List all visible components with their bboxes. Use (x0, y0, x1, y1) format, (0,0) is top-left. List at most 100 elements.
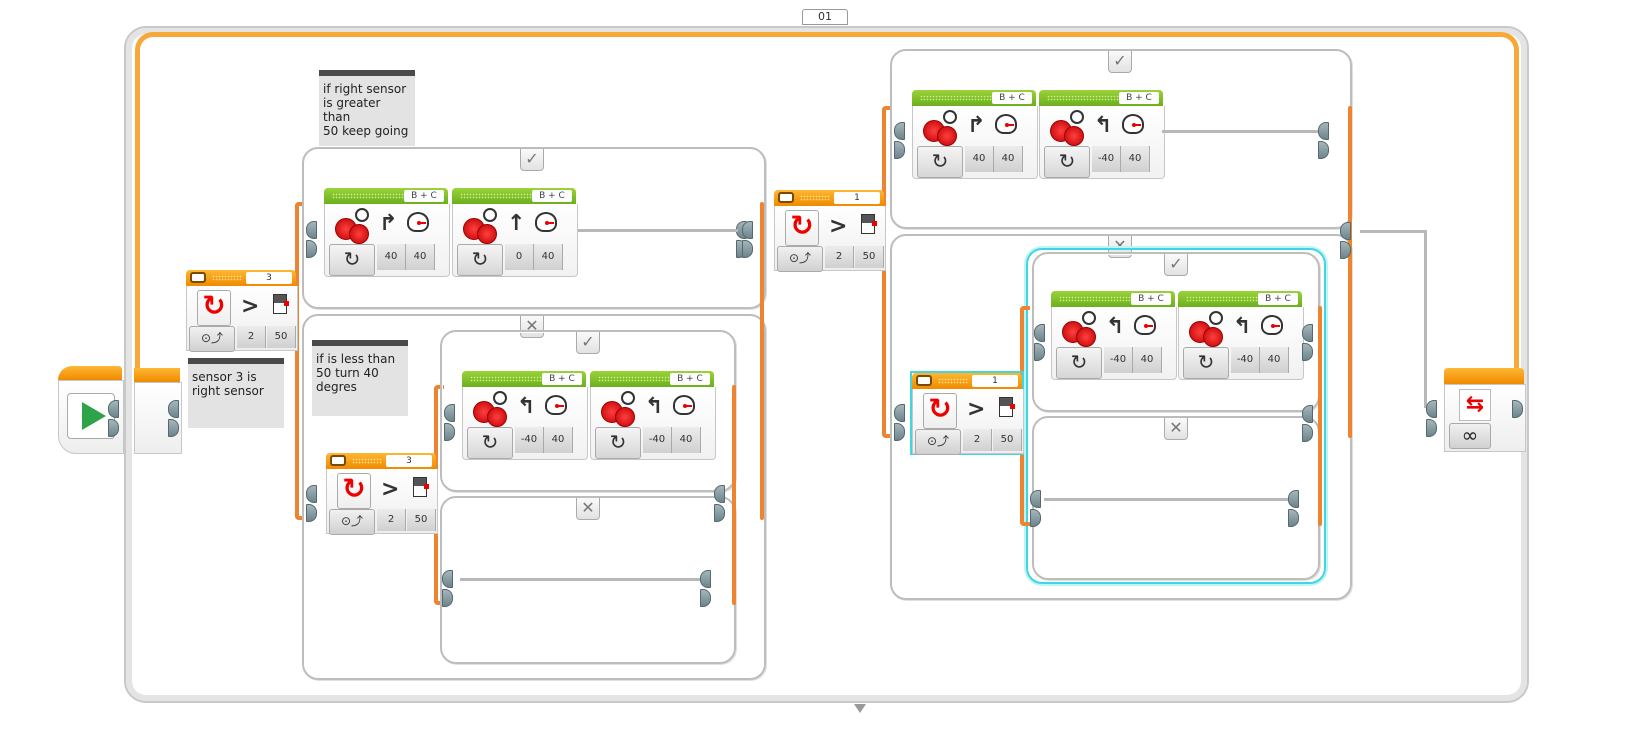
move-steering-block[interactable]: B + C ↰ ↻ -40 40 (590, 371, 716, 460)
case-true-tab[interactable]: ✓ (576, 332, 600, 354)
loop-resize-arrow-icon[interactable] (854, 704, 866, 713)
port-selector[interactable]: B + C (1119, 92, 1159, 104)
compare-type-value[interactable]: 2 (377, 509, 406, 531)
switch-end-bar (1348, 106, 1352, 438)
color-sensor-icon[interactable]: ↻ (337, 473, 371, 509)
switch-view-icon[interactable] (916, 375, 932, 386)
loop-mode-unlimited-button[interactable]: ∞ (1449, 423, 1491, 449)
power-value[interactable]: 40 (534, 244, 563, 270)
mode-on-icon[interactable]: ↻ (917, 146, 963, 178)
sequence-plug (1030, 490, 1050, 527)
compare-greater-icon: > (241, 294, 260, 319)
comment-block[interactable]: if right sensor is greater than 50 keep … (319, 70, 415, 146)
steering-value[interactable]: 0 (505, 244, 534, 270)
loop-start-block[interactable] (134, 368, 182, 454)
move-steering-block[interactable]: B + C ↰ ↻ -40 40 (462, 371, 588, 460)
steering-value[interactable]: -40 (643, 427, 672, 453)
port-selector[interactable]: B + C (542, 373, 582, 385)
port-selector[interactable]: B + C (670, 373, 710, 385)
port-selector[interactable]: B + C (404, 190, 444, 202)
threshold-value[interactable]: 50 (993, 429, 1022, 451)
compare-type-value[interactable]: 2 (237, 326, 266, 348)
comment-block[interactable]: sensor 3 is right sensor (188, 358, 284, 428)
move-steering-block[interactable]: B + C ↱ ↻ 40 40 (912, 90, 1038, 179)
power-gauge-icon (995, 114, 1017, 134)
steering-value[interactable]: 40 (377, 244, 406, 270)
comment-block[interactable]: if is less than 50 turn 40 degres (312, 340, 408, 416)
selected-switch-frame[interactable] (1026, 248, 1326, 584)
case-false-tab[interactable]: ✕ (1164, 418, 1188, 440)
port-selector[interactable]: B + C (532, 190, 572, 202)
power-value[interactable]: 40 (1121, 146, 1150, 172)
steering-value[interactable]: 40 (965, 146, 994, 172)
steering-value[interactable]: -40 (1104, 347, 1133, 373)
move-steering-block[interactable]: B + C ↰ ↻ -40 40 (1178, 291, 1304, 380)
turn-right-icon: ↱ (379, 211, 398, 236)
case-false-tab[interactable]: ✕ (576, 498, 600, 520)
power-gauge-icon (535, 212, 557, 232)
switch-case-true[interactable] (302, 147, 766, 309)
start-block[interactable] (58, 366, 124, 454)
power-value[interactable]: 40 (672, 427, 701, 453)
switch-case-false[interactable] (302, 314, 766, 680)
power-value[interactable]: 40 (1260, 347, 1289, 373)
move-steering-block[interactable]: B + C ↱ ↻ 40 40 (324, 188, 450, 277)
steering-value[interactable]: -40 (1092, 146, 1121, 172)
compare-mode-icon[interactable]: ⊙⤴ (329, 509, 375, 535)
mode-on-icon[interactable]: ↻ (595, 427, 641, 459)
loop-frame[interactable] (124, 26, 1529, 703)
power-value[interactable]: 40 (406, 244, 435, 270)
large-motor-icon (473, 391, 509, 427)
sequence-plug (306, 221, 326, 258)
port-selector[interactable]: B + C (1258, 293, 1298, 305)
power-value[interactable]: 40 (1133, 347, 1162, 373)
compare-type-value[interactable]: 2 (825, 246, 854, 268)
steering-value[interactable]: -40 (1231, 347, 1260, 373)
mode-on-icon[interactable]: ↻ (1044, 146, 1090, 178)
move-steering-block[interactable]: B + C ↰ ↻ -40 40 (1051, 291, 1177, 380)
move-steering-block[interactable]: B + C ↑ ↻ 0 40 (452, 188, 578, 277)
switch-condition-block[interactable]: 1 ↻ > ⊙⤴ 2 50 (774, 190, 886, 272)
switch-condition-block[interactable]: 1 ↻ > ⊙⤴ 2 50 (910, 371, 1024, 455)
color-sensor-icon[interactable]: ↻ (923, 393, 957, 429)
sequence-plug (714, 485, 734, 522)
mode-on-icon[interactable]: ↻ (467, 427, 513, 459)
case-true-tab[interactable]: ✓ (1108, 51, 1132, 73)
color-sensor-icon[interactable]: ↻ (197, 290, 231, 326)
compare-mode-icon[interactable]: ⊙⤴ (777, 246, 823, 272)
port-selector[interactable]: B + C (992, 92, 1032, 104)
switch-view-icon[interactable] (190, 272, 206, 283)
loop-name-tag[interactable]: 01 (802, 9, 848, 25)
steering-wheel-icon (943, 110, 957, 124)
switch-end-bar (760, 202, 764, 520)
switch-condition-block[interactable]: 3 ↻ > ⊙⤴ 2 50 (186, 270, 298, 352)
steering-value[interactable]: -40 (515, 427, 544, 453)
compare-type-value[interactable]: 2 (963, 429, 992, 451)
loop-end-block[interactable]: ⇆ ∞ (1444, 368, 1526, 452)
threshold-value[interactable]: 50 (267, 326, 296, 348)
threshold-value[interactable]: 50 (407, 509, 436, 531)
sequence-wire (1162, 130, 1320, 133)
port-selector[interactable]: B + C (1131, 293, 1171, 305)
compare-mode-icon[interactable]: ⊙⤴ (189, 326, 235, 352)
mode-on-icon[interactable]: ↻ (1056, 347, 1102, 379)
mode-on-icon[interactable]: ↻ (1183, 347, 1229, 379)
switch-view-icon[interactable] (778, 192, 794, 203)
compare-mode-icon[interactable]: ⊙⤴ (915, 429, 961, 455)
play-icon[interactable] (67, 393, 115, 439)
case-true-tab[interactable]: ✓ (1164, 254, 1188, 276)
sequence-wire (572, 229, 738, 232)
switch-view-icon[interactable] (330, 455, 346, 466)
mode-on-icon[interactable]: ↻ (457, 244, 503, 276)
sequence-plug (1302, 405, 1322, 442)
turn-left-icon: ↰ (1233, 314, 1252, 339)
sequence-plug (1318, 122, 1338, 159)
mode-on-icon[interactable]: ↻ (329, 244, 375, 276)
power-value[interactable]: 40 (544, 427, 573, 453)
switch-condition-block[interactable]: 3 ↻ > ⊙⤴ 2 50 (326, 453, 438, 535)
power-value[interactable]: 40 (994, 146, 1023, 172)
case-true-tab[interactable]: ✓ (520, 149, 544, 171)
color-sensor-icon[interactable]: ↻ (785, 210, 819, 246)
move-steering-block[interactable]: B + C ↰ ↻ -40 40 (1039, 90, 1165, 179)
threshold-value[interactable]: 50 (855, 246, 884, 268)
